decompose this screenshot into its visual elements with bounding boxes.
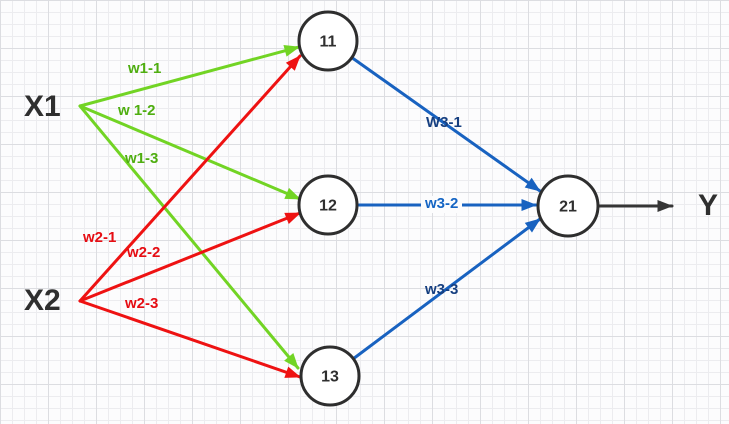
edge-x1-to-13[interactable] <box>78 104 300 370</box>
weight-label-w2-1[interactable]: w2-1 <box>83 229 117 246</box>
weight-label-w2-2[interactable]: w2-2 <box>127 244 161 261</box>
weight-label-w1-3[interactable]: w1-3 <box>125 150 159 167</box>
edge-x2-to-12[interactable] <box>78 211 302 303</box>
input-x1-label[interactable]: X1 <box>24 90 61 123</box>
weight-label-w1-2[interactable]: w 1-2 <box>118 102 156 119</box>
node-11[interactable] <box>297 10 359 72</box>
weight-label-w3-2[interactable]: w3-2 <box>421 195 463 213</box>
weight-label-w3-3[interactable]: w3-3 <box>425 281 459 298</box>
weight-label-w2-3[interactable]: w2-3 <box>125 295 159 312</box>
edge-11-to-21[interactable] <box>349 55 542 193</box>
weight-label-w3-1[interactable]: W3-1 <box>426 114 462 131</box>
node-12-label: 12 <box>319 198 337 215</box>
edge-x2-to-13[interactable] <box>78 299 302 379</box>
edge-x1-to-12[interactable] <box>78 104 302 201</box>
input-x2-label[interactable]: X2 <box>24 284 61 317</box>
node-21-label: 21 <box>559 199 577 216</box>
node-13-label: 13 <box>321 369 339 386</box>
edge-13-to-21[interactable] <box>351 217 542 361</box>
node-12[interactable] <box>297 174 359 236</box>
weight-label-w1-1[interactable]: w1-1 <box>128 60 162 77</box>
node-13[interactable] <box>299 345 361 407</box>
node-21[interactable] <box>536 174 600 238</box>
edge-x2-to-11[interactable] <box>78 54 302 303</box>
output-y-label[interactable]: Y <box>698 189 719 222</box>
edge-x1-to-11[interactable] <box>78 44 301 108</box>
node-11-label: 11 <box>320 34 337 51</box>
